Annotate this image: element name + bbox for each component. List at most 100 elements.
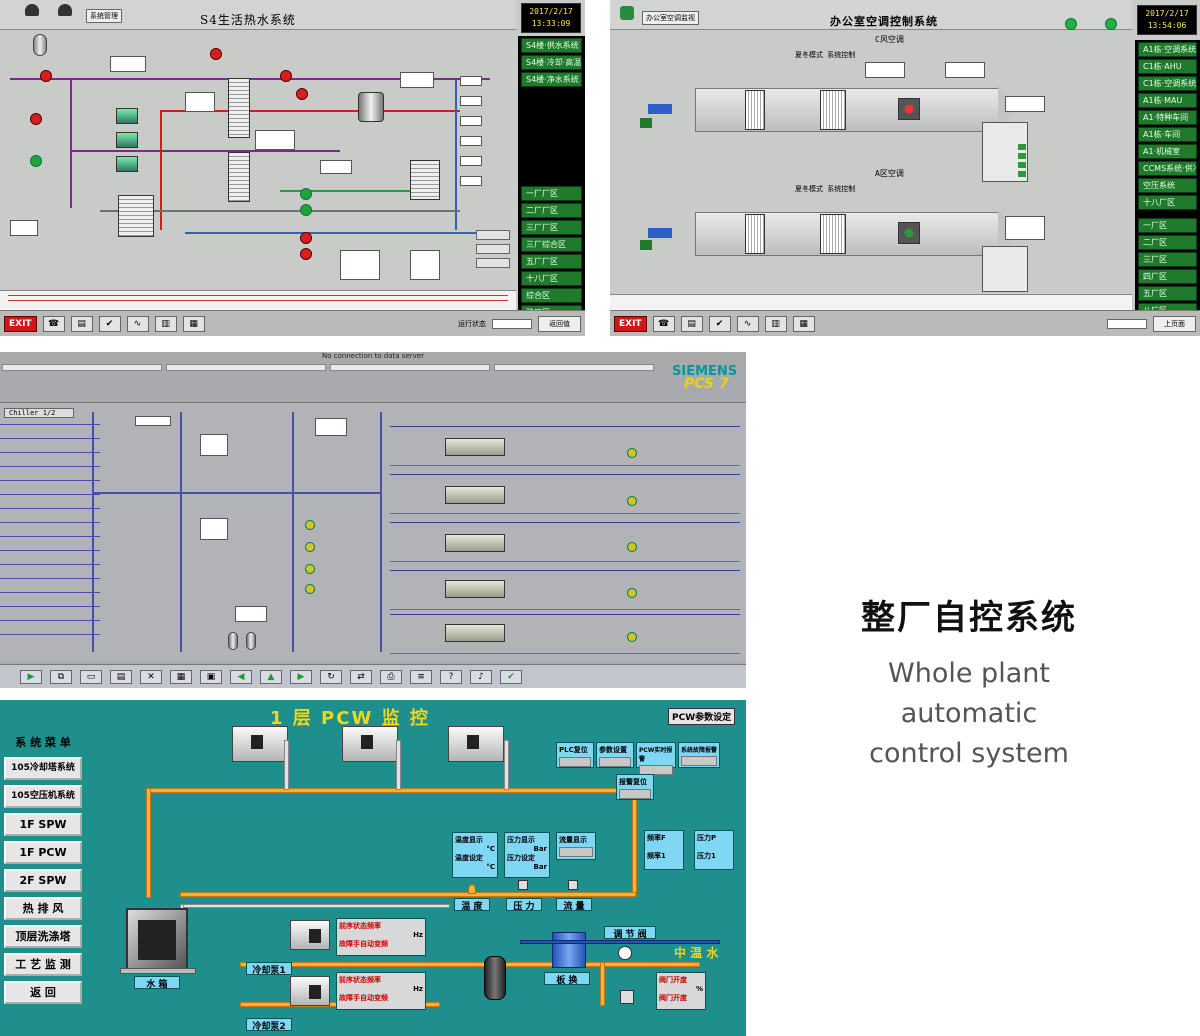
menu-item-0[interactable]: S4楼·供水系统 xyxy=(521,38,582,53)
pcw-menu-8[interactable]: 返 回 xyxy=(4,981,82,1004)
pcw-menu-6[interactable]: 顶层洗涤塔 xyxy=(4,925,82,948)
fan-unit-1[interactable] xyxy=(898,98,920,120)
chart-icon-2[interactable]: ▥ xyxy=(764,315,787,332)
pump-red-5[interactable] xyxy=(296,88,308,100)
doc-icon[interactable]: ▤ xyxy=(110,669,132,684)
chiller-5[interactable] xyxy=(445,624,505,642)
pump-red-3[interactable] xyxy=(210,48,222,60)
pcs-pump-8[interactable] xyxy=(305,564,315,574)
plate-exchanger[interactable] xyxy=(552,932,586,968)
plc-reset-button[interactable]: PLC复位 xyxy=(556,742,594,768)
menu-item-2[interactable]: S4楼·净水系统 xyxy=(521,72,582,87)
pump-green-2[interactable] xyxy=(300,188,312,200)
side-button-a[interactable] xyxy=(476,230,510,240)
chiller-2[interactable] xyxy=(445,486,505,504)
side-button-c[interactable] xyxy=(476,258,510,268)
ac-menu-9[interactable]: 十八厂区 xyxy=(1138,195,1197,210)
cross-icon[interactable]: ✕ xyxy=(140,669,162,684)
trend-icon-2[interactable]: ∿ xyxy=(736,315,759,332)
ac-menu-4[interactable]: A1·特种车间 xyxy=(1138,110,1197,125)
alarm-bell-icon-2[interactable] xyxy=(58,4,72,16)
phone-icon[interactable]: ☎ xyxy=(42,315,65,332)
chiller-1[interactable] xyxy=(445,438,505,456)
pcs-pump-4[interactable] xyxy=(627,588,637,598)
ac-area-1[interactable]: 二厂区 xyxy=(1138,235,1197,250)
area-item-4[interactable]: 五厂厂区 xyxy=(521,254,582,269)
pcs-pump-1[interactable] xyxy=(627,448,637,458)
refresh-icon[interactable]: ↻ xyxy=(320,669,342,684)
ac-area-0[interactable]: 一厂区 xyxy=(1138,218,1197,233)
system-manage-button[interactable]: 系统管理 xyxy=(86,9,122,23)
ac-menu-7[interactable]: CCMS系统·供冷 xyxy=(1138,161,1197,176)
pcw-menu-7[interactable]: 工 艺 监 测 xyxy=(4,953,82,976)
area-item-6[interactable]: 综合区 xyxy=(521,288,582,303)
ac-menu-1[interactable]: C1栋·AHU xyxy=(1138,59,1197,74)
chiller-4[interactable] xyxy=(445,580,505,598)
pump-red-6[interactable] xyxy=(300,232,312,244)
exit-button[interactable]: EXIT xyxy=(4,315,37,332)
screen-icon[interactable]: ▦ xyxy=(170,669,192,684)
pcw-params-button[interactable]: PCW参数设定 xyxy=(668,708,736,725)
ac-menu-6[interactable]: A1·机械室 xyxy=(1138,144,1197,159)
area-item-3[interactable]: 三厂综合区 xyxy=(521,237,582,252)
check-icon[interactable]: ✔ xyxy=(98,315,121,332)
speaker-icon[interactable]: ♪ xyxy=(470,669,492,684)
pump-green-3[interactable] xyxy=(300,204,312,216)
area-item-0[interactable]: 一厂厂区 xyxy=(521,186,582,201)
pcs-pump-9[interactable] xyxy=(305,584,315,594)
arrow-right-icon[interactable]: ▶ xyxy=(290,669,312,684)
pcw-menu-1[interactable]: 105空压机系统 xyxy=(4,785,82,808)
ac-area-4[interactable]: 五厂区 xyxy=(1138,286,1197,301)
monitor-button[interactable]: 办公室空调监视 xyxy=(642,11,699,25)
prev-page-button[interactable]: 上页面 xyxy=(1153,315,1196,332)
cooling-pump-2[interactable] xyxy=(290,976,330,1006)
pump-red-4[interactable] xyxy=(280,70,292,82)
pcw-menu-4[interactable]: 2F SPW xyxy=(4,869,82,892)
pump-red-7[interactable] xyxy=(300,248,312,260)
menu-item-1[interactable]: S4楼·冷却·高温 xyxy=(521,55,582,70)
check-icon-3[interactable]: ✔ xyxy=(500,669,522,684)
ac-menu-8[interactable]: 空压系统 xyxy=(1138,178,1197,193)
arrow-left-icon[interactable]: ◀ xyxy=(230,669,252,684)
network-icon[interactable]: ⧉ xyxy=(50,669,72,684)
check-icon-2[interactable]: ✔ xyxy=(708,315,731,332)
alarm-bell-icon[interactable] xyxy=(25,4,39,16)
chiller-3[interactable] xyxy=(445,534,505,552)
pump-green-1[interactable] xyxy=(30,155,42,167)
area-item-5[interactable]: 十八厂区 xyxy=(521,271,582,286)
control-valve-icon[interactable] xyxy=(618,946,632,960)
pcs-pump-5[interactable] xyxy=(627,632,637,642)
cooling-pump-1[interactable] xyxy=(290,920,330,950)
back-button[interactable]: 返回值 xyxy=(538,315,581,332)
help-icon[interactable]: ? xyxy=(440,669,462,684)
print-icon-2[interactable]: ▦ xyxy=(792,315,815,332)
system-fault-button[interactable]: 系统故障报警 xyxy=(678,742,720,768)
pcw-menu-2[interactable]: 1F SPW xyxy=(4,813,82,836)
ac-menu-3[interactable]: A1栋·MAU xyxy=(1138,93,1197,108)
grid-icon[interactable]: ▣ xyxy=(200,669,222,684)
pcw-chiller-3[interactable] xyxy=(448,726,504,762)
ac-menu-2[interactable]: C1栋·空调系统 xyxy=(1138,76,1197,91)
area-item-2[interactable]: 三厂厂区 xyxy=(521,220,582,235)
print-icon[interactable]: ▦ xyxy=(182,315,205,332)
param-set-button[interactable]: 参数设置 xyxy=(596,742,634,768)
pcw-menu-5[interactable]: 热 排 风 xyxy=(4,897,82,920)
arrow-up-icon[interactable]: ▲ xyxy=(260,669,282,684)
pump-red-2[interactable] xyxy=(30,113,42,125)
pump-red-1[interactable] xyxy=(40,70,52,82)
ac-area-3[interactable]: 四厂区 xyxy=(1138,269,1197,284)
ac-menu-5[interactable]: A1栋·车间 xyxy=(1138,127,1197,142)
pcw-alarm-button[interactable]: PCW实时报警 xyxy=(636,742,676,775)
pcs-pump-6[interactable] xyxy=(305,520,315,530)
pcw-menu-3[interactable]: 1F PCW xyxy=(4,841,82,864)
phone-icon-2[interactable]: ☎ xyxy=(652,315,675,332)
pcw-menu-0[interactable]: 105冷却塔系统 xyxy=(4,757,82,780)
pcs-pump-2[interactable] xyxy=(627,496,637,506)
list-icon[interactable]: ≡ xyxy=(410,669,432,684)
pcs-pump-3[interactable] xyxy=(627,542,637,552)
report-icon-2[interactable]: ▤ xyxy=(680,315,703,332)
fan-unit-2[interactable] xyxy=(898,222,920,244)
pcs-pump-7[interactable] xyxy=(305,542,315,552)
ac-area-2[interactable]: 三厂区 xyxy=(1138,252,1197,267)
folder-icon[interactable]: ▭ xyxy=(80,669,102,684)
